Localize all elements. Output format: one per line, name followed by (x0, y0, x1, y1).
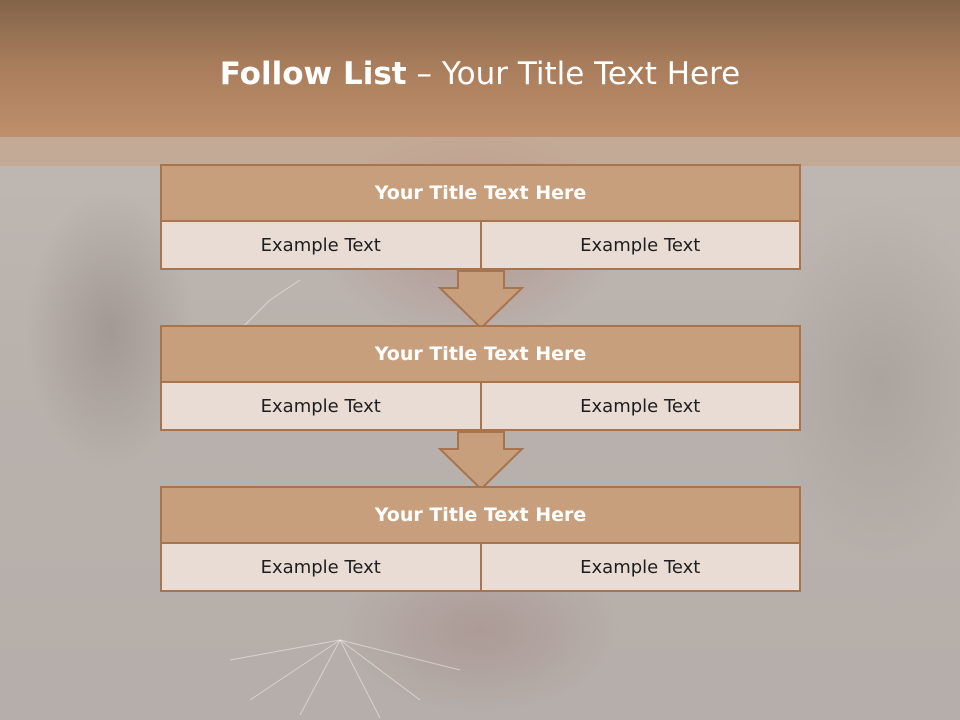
title-bar-band (0, 137, 960, 166)
block-heading: Your Title Text Here (160, 486, 801, 544)
slide-title-bold: Follow List (219, 56, 407, 92)
block-cell-left: Example Text (162, 383, 480, 429)
block-heading: Your Title Text Here (160, 164, 801, 222)
slide-title: Follow List – Your Title Text Here (0, 56, 960, 92)
block-heading: Your Title Text Here (160, 325, 801, 383)
block-row: Example Text Example Text (160, 222, 801, 270)
list-block-2: Your Title Text Here Example Text Exampl… (160, 325, 801, 431)
list-block-1: Your Title Text Here Example Text Exampl… (160, 164, 801, 270)
slide-title-rest: – Your Title Text Here (406, 56, 741, 92)
down-arrow-icon (437, 270, 525, 330)
block-cell-right: Example Text (479, 222, 799, 268)
title-bar (0, 0, 960, 137)
block-row: Example Text Example Text (160, 544, 801, 592)
block-row: Example Text Example Text (160, 383, 801, 431)
down-arrow-icon (437, 431, 525, 491)
block-cell-left: Example Text (162, 222, 480, 268)
block-cell-left: Example Text (162, 544, 480, 590)
block-cell-right: Example Text (479, 383, 799, 429)
list-block-3: Your Title Text Here Example Text Exampl… (160, 486, 801, 592)
block-cell-right: Example Text (479, 544, 799, 590)
